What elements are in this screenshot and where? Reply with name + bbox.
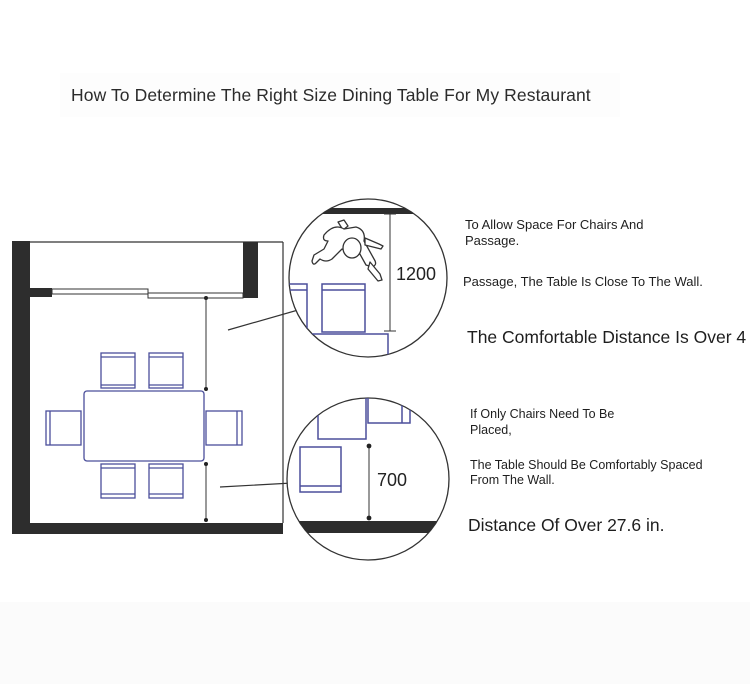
note-bottom-line4: From The Wall.	[470, 473, 555, 487]
chair-top-right	[148, 352, 184, 389]
title-bar	[60, 73, 620, 117]
footer-band	[0, 602, 750, 684]
chair-right	[205, 410, 243, 446]
note-top-line2: Passage.	[465, 233, 520, 248]
left-wall	[12, 241, 30, 534]
note-bottom-headline: Distance Of Over 27.6 in.	[468, 515, 665, 535]
partition-wall	[30, 288, 52, 297]
room-plan	[12, 241, 284, 534]
note-bottom-line3: The Table Should Be Comfortably Spaced	[470, 458, 703, 472]
column	[243, 242, 258, 298]
page-title: How To Determine The Right Size Dining T…	[71, 85, 591, 105]
dimension-label-bottom: 700	[377, 470, 407, 490]
note-top-line1: To Allow Space For Chairs And	[465, 217, 644, 232]
chair-top-left	[100, 352, 136, 389]
dining-table	[83, 390, 205, 462]
note-bottom-line2: Placed,	[470, 423, 512, 437]
dimension-label-top: 1200	[396, 264, 436, 284]
chair-bottom-right	[148, 463, 184, 499]
detail-circle-bottom: 700	[286, 397, 450, 561]
note-top-line3: Passage, The Table Is Close To The Wall.	[463, 274, 703, 289]
note-bottom-line1: If Only Chairs Need To Be	[470, 407, 615, 421]
detail-circle-top: 1200	[288, 198, 448, 358]
chair-bottom-left	[100, 463, 136, 499]
window-sill	[51, 288, 149, 295]
counter	[147, 292, 244, 299]
chair-left	[45, 410, 82, 446]
table-set	[45, 352, 243, 499]
note-top-headline: The Comfortable Distance Is Over 4	[467, 327, 747, 347]
bottom-wall	[12, 523, 283, 534]
person-walking-icon	[311, 219, 384, 282]
callout-pointer-top	[227, 309, 301, 331]
